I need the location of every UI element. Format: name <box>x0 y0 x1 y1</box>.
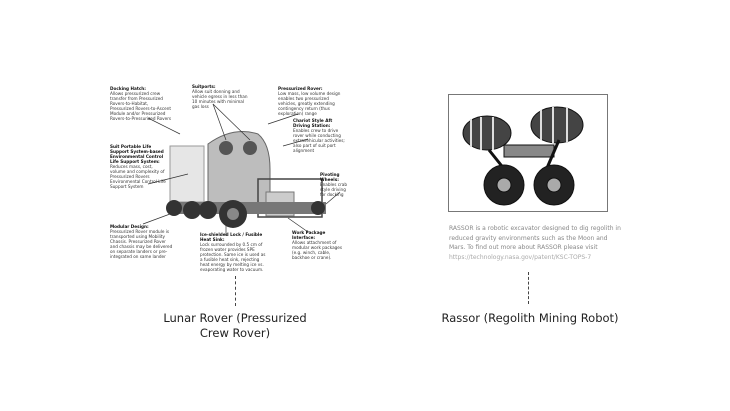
annotation-pressurized-rover: Pressurized Rover:Low mass, low volume d… <box>278 86 341 116</box>
annotation-docking-hatch: Docking Hatch:Allows pressurized crew tr… <box>110 86 172 121</box>
rassor-description-text: RASSOR is a robotic excavator designed t… <box>449 225 621 251</box>
annotation-ice-shielded-lock: Ice-shielded Lock / Fusible Heat Sink:Lo… <box>200 232 266 272</box>
rassor-illustration <box>462 106 584 206</box>
rassor-caption: Rassor (Regolith Mining Robot) <box>441 311 619 325</box>
annotation-modular-design: Modular Design:Pressurized Rover module … <box>110 224 173 259</box>
annotation-work-package: Work Package Interface:Allows attachment… <box>292 230 343 260</box>
connector-line-left <box>235 276 236 306</box>
annotation-life-support: Suit Portable Life Support System-based … <box>110 144 166 189</box>
annotation-driving-station: Chariot Style Aft Driving Station:Enable… <box>293 118 345 153</box>
rover-illustration <box>142 103 341 236</box>
connector-line-right <box>528 272 529 304</box>
annotation-pivoting-wheels: Pivoting Wheels:Enables crab style drivi… <box>320 172 348 197</box>
lunar-rover-diagram: Docking Hatch:Allows pressurized crew tr… <box>108 84 348 272</box>
rassor-link[interactable]: https://technology.nasa.gov/patent/KSC-T… <box>449 253 592 261</box>
rassor-description: RASSOR is a robotic excavator designed t… <box>449 224 621 262</box>
annotation-suitports: Suitports:Allow suit donning and vehicle… <box>192 84 248 109</box>
rassor-image <box>448 94 608 212</box>
lunar-rover-caption: Lunar Rover (Pressurized Crew Rover) <box>163 311 307 340</box>
